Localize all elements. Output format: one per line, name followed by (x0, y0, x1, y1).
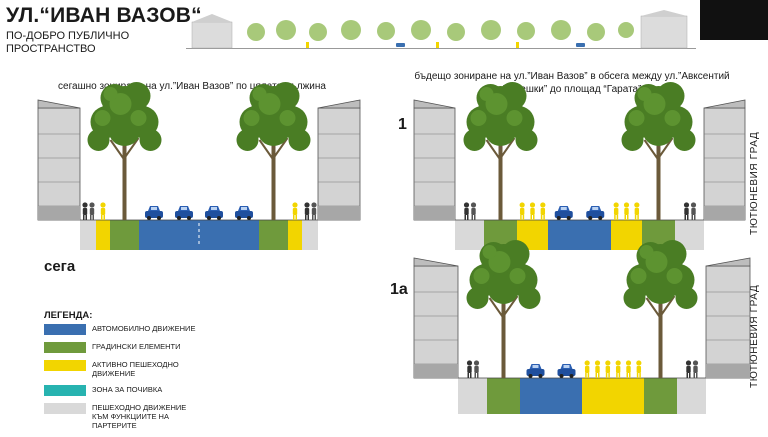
zone-car (548, 220, 611, 250)
person-icon (690, 202, 697, 220)
person-icon (470, 202, 477, 220)
page-subtitle: ПО-ДОБРО ПУБЛИЧНО ПРОСТРАНСТВО (6, 30, 130, 55)
legend-item-rest: ЗОНА ЗА ПОЧИВКА (44, 385, 244, 396)
person-icon (304, 202, 310, 220)
pedestrian-icon (605, 360, 611, 378)
pedestrian-icon (100, 202, 106, 220)
side-label-bottom: ТЮТЮНЕВИЯ ГРАД (749, 284, 760, 388)
pedestrian-icon (636, 360, 642, 378)
legend-swatch (44, 342, 86, 353)
legend-item-green: ГРАДИНСКИ ЕЛЕМЕНТИ (44, 342, 244, 353)
tree-icon (87, 82, 162, 220)
tree-icon (463, 82, 538, 220)
building-right (317, 99, 361, 221)
legend-item-sidewalk: ПЕШЕХОДНО ДВИЖЕНИЕ КЪМ ФУНКЦИИТЕ НА ПАРТ… (44, 403, 244, 430)
legend-swatch (44, 324, 86, 335)
zone-green (259, 220, 288, 250)
tree-icon (621, 82, 696, 220)
building-right (703, 99, 746, 221)
header-skyline-illustration (186, 10, 696, 49)
car-icon (554, 206, 573, 220)
pedestrian-icon (529, 202, 536, 220)
header-dark-block (700, 0, 768, 40)
option-1-label: 1 (398, 116, 407, 133)
pedestrian-icon (292, 202, 298, 220)
pedestrian-icon (623, 202, 630, 220)
tree-icon (466, 240, 541, 378)
legend-label: ЗОНА ЗА ПОЧИВКА (92, 385, 163, 394)
legend-swatch (44, 385, 86, 396)
legend-swatch (44, 403, 86, 414)
zone-green (110, 220, 139, 250)
zone-sidewalk (455, 220, 484, 250)
tree-icon (236, 82, 311, 220)
pedestrian-icon (613, 202, 619, 220)
legend-item-car: АВТОМОБИЛНО ДВИЖЕНИЕ (44, 324, 244, 335)
person-icon (89, 202, 95, 220)
zone-pedestrian (582, 378, 644, 414)
car-icon (526, 364, 545, 378)
future-section-caption: бъдещо зониране на ул.”Иван Вазов” в обс… (414, 71, 730, 95)
legend-swatch (44, 360, 86, 371)
zone-pedestrian (611, 220, 642, 250)
building-left (413, 257, 459, 379)
pedestrian-icon (540, 202, 546, 220)
zone-pedestrian (96, 220, 110, 250)
car-icon (586, 206, 605, 220)
zone-car (520, 378, 582, 414)
zone-sidewalk (80, 220, 96, 250)
person-icon (82, 202, 88, 220)
current-section-caption: сегашно зониране на ул.”Иван Вазов” по ц… (58, 81, 326, 92)
car-icon (557, 364, 576, 378)
person-icon (692, 360, 699, 378)
car-icon (145, 206, 163, 220)
legend-label: ГРАДИНСКИ ЕЛЕМЕНТИ (92, 342, 181, 351)
pedestrian-icon (634, 202, 640, 220)
legend-label: АКТИВНО ПЕШЕХОДНО ДВИЖЕНИЕ (92, 360, 179, 378)
zone-sidewalk (677, 378, 706, 414)
side-label-top: ТЮТЮНЕВИЯ ГРАД (749, 131, 760, 235)
street-section-option-1 (413, 82, 746, 250)
legend-item-pedestrian: АКТИВНО ПЕШЕХОДНО ДВИЖЕНИЕ (44, 360, 244, 378)
pedestrian-icon (594, 360, 601, 378)
pedestrian-icon (625, 360, 632, 378)
page-title: УЛ.“ИВАН ВАЗОВ“ (6, 4, 202, 27)
pedestrian-icon (584, 360, 590, 378)
legend-title: ЛЕГЕНДА: (44, 310, 93, 321)
person-icon (473, 360, 480, 378)
zone-green (644, 378, 677, 414)
zone-sidewalk (458, 378, 487, 414)
car-icon (205, 206, 223, 220)
building-left (37, 99, 81, 221)
pedestrian-icon (615, 360, 621, 378)
person-icon (685, 360, 692, 378)
person-icon (466, 360, 473, 378)
pedestrian-icon (519, 202, 525, 220)
building-right (705, 257, 751, 379)
street-section-current (37, 82, 361, 250)
legend: АВТОМОБИЛНО ДВИЖЕНИЕ ГРАДИНСКИ ЕЛЕМЕНТИ АК… (44, 324, 244, 437)
option-1a-label: 1а (390, 281, 408, 298)
car-icon (235, 206, 253, 220)
legend-label: АВТОМОБИЛНО ДВИЖЕНИЕ (92, 324, 196, 333)
person-icon (683, 202, 690, 220)
car-icon (175, 206, 193, 220)
tree-icon (623, 240, 698, 378)
zone-green (487, 378, 520, 414)
person-icon (463, 202, 470, 220)
person-icon (311, 202, 317, 220)
zone-sidewalk (302, 220, 318, 250)
zone-pedestrian (288, 220, 302, 250)
building-left (413, 99, 456, 221)
street-section-option-1a (413, 240, 751, 414)
legend-label: ПЕШЕХОДНО ДВИЖЕНИЕ КЪМ ФУНКЦИИТЕ НА ПАРТ… (92, 403, 187, 430)
current-section-label: сега (44, 258, 76, 275)
